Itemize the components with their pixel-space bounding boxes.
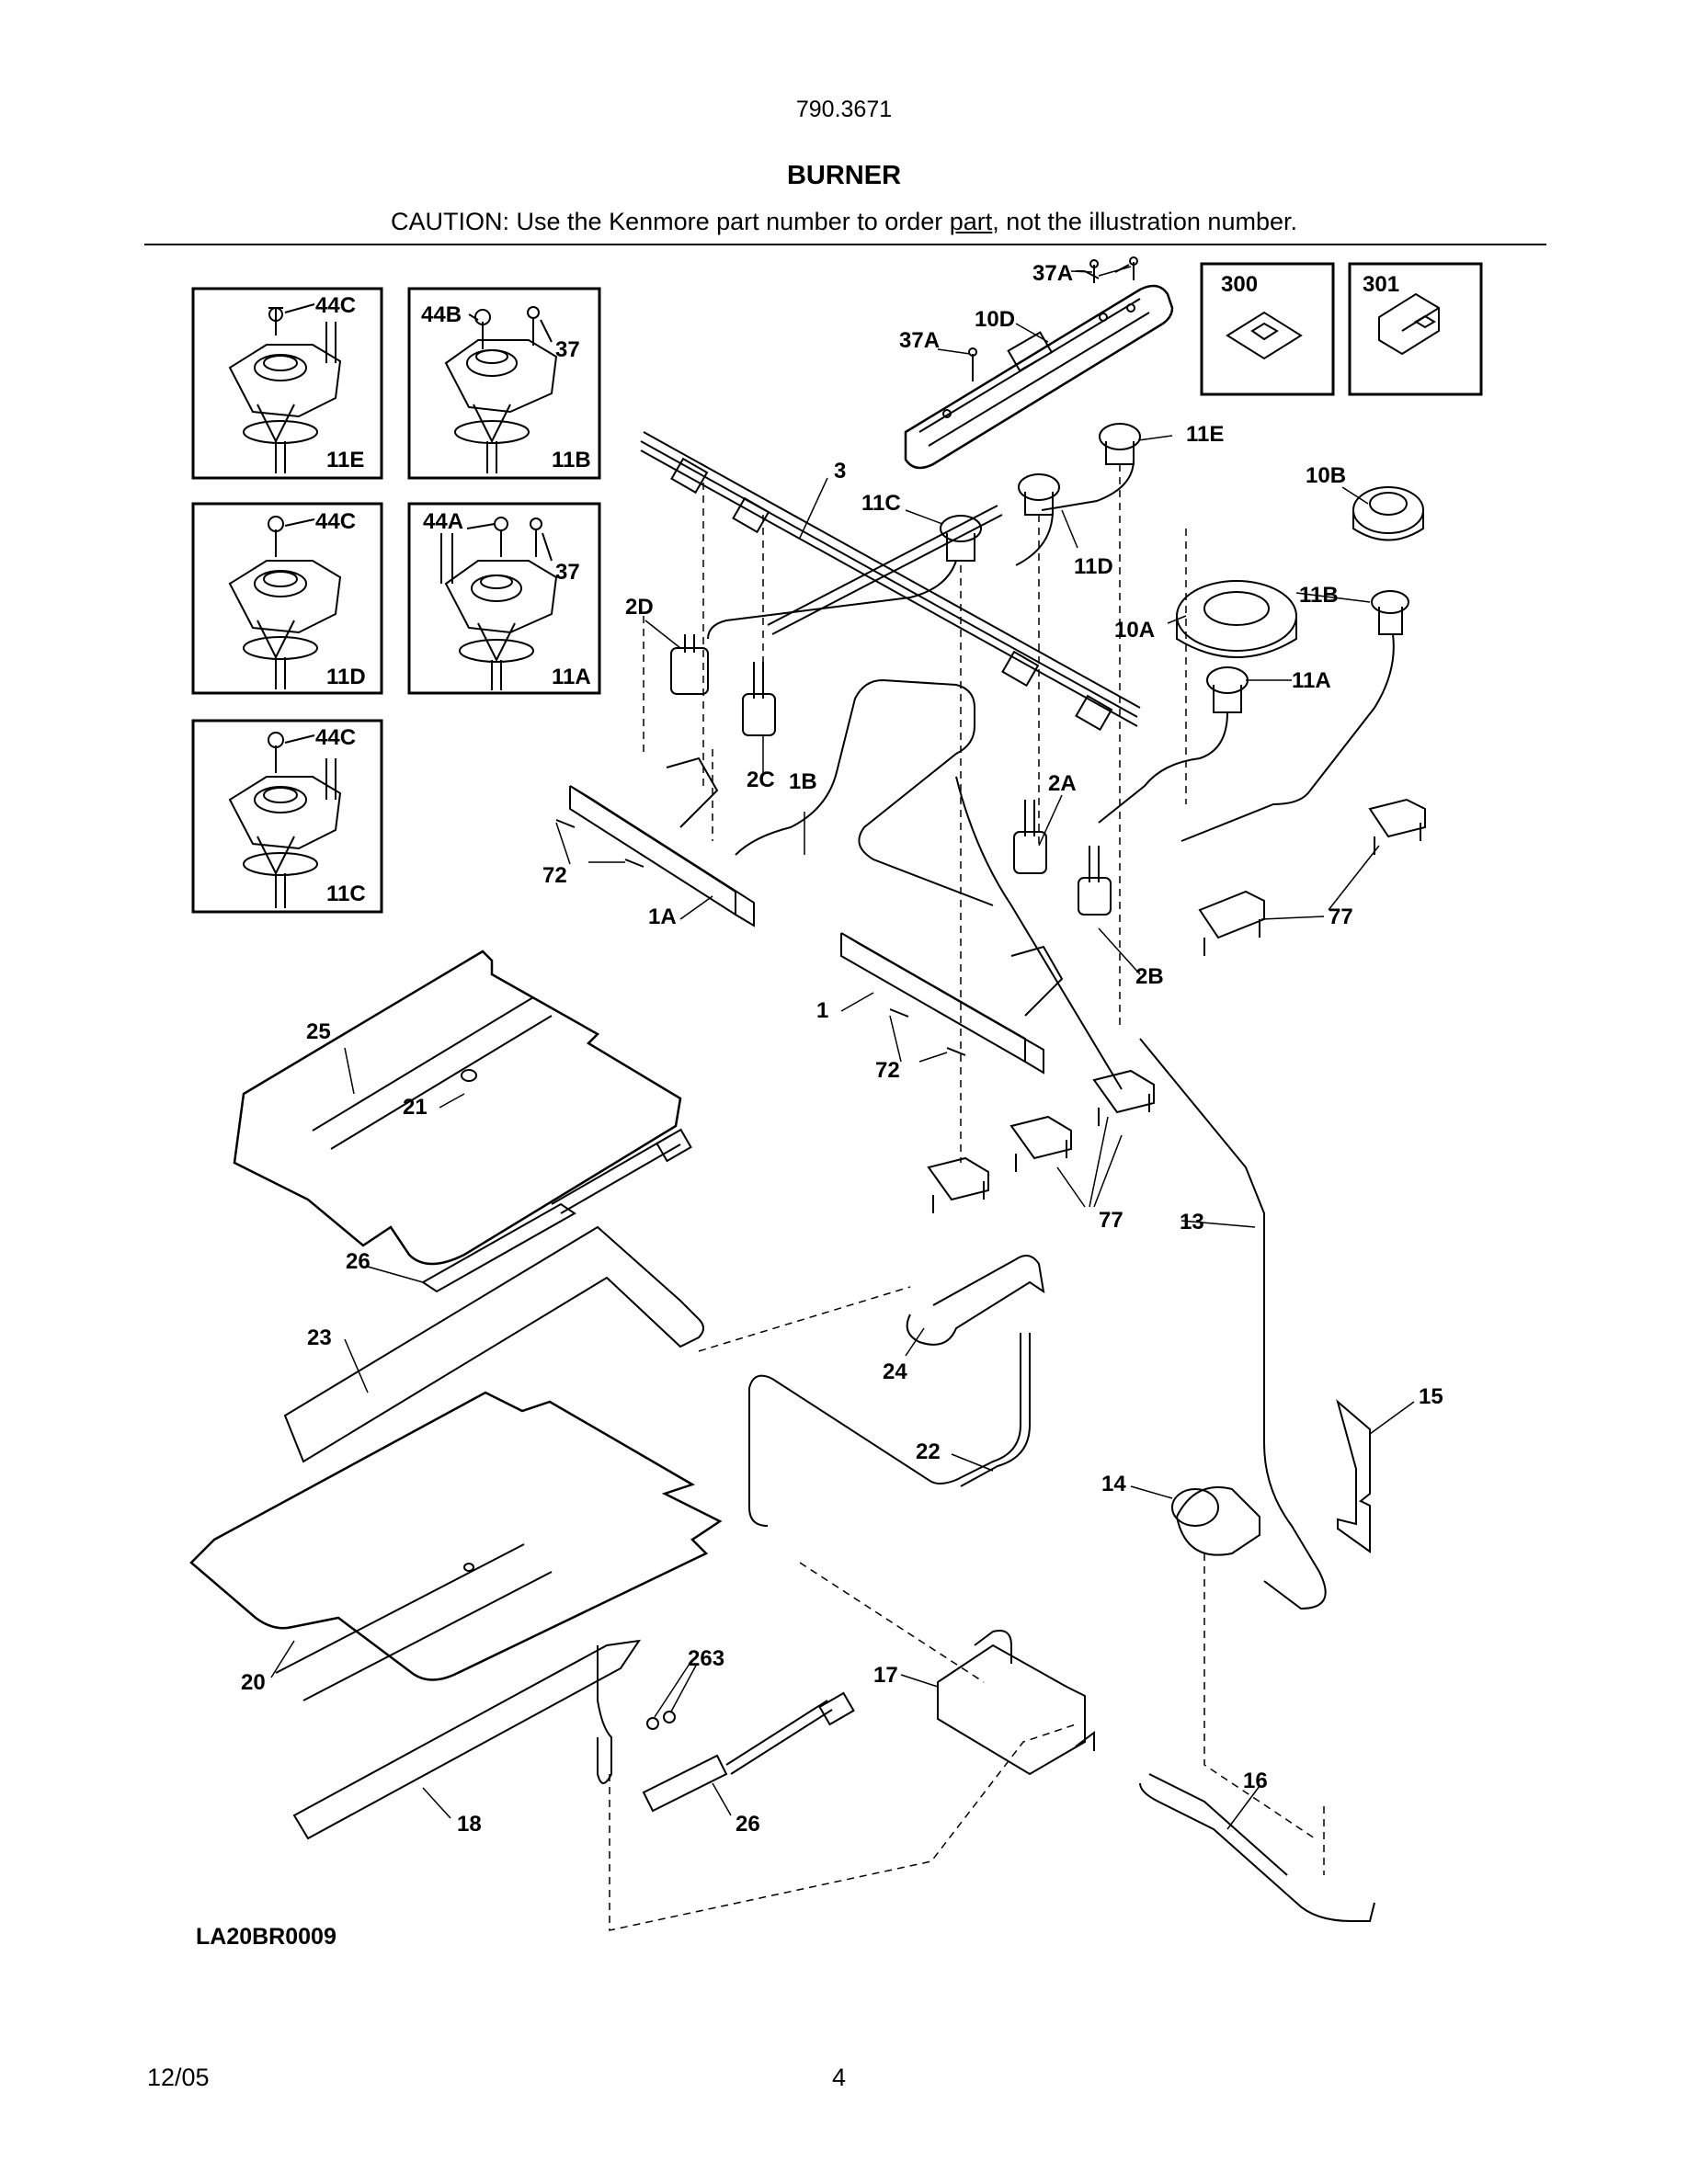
callout-37a-left: 37A bbox=[899, 328, 940, 353]
inset-11e: 44C 11E bbox=[191, 287, 383, 480]
callout-18: 18 bbox=[457, 1812, 482, 1837]
inset-11e-part-label: 11E bbox=[326, 448, 364, 472]
inset-11a-part-label: 11A bbox=[552, 665, 591, 689]
callout-21: 21 bbox=[403, 1095, 428, 1120]
footer-date: 12/05 bbox=[147, 2064, 210, 2091]
inset-11a: 44A 37 11A bbox=[407, 502, 601, 695]
inset-11d-part-label: 11D bbox=[326, 665, 366, 689]
inset-11b-extra-label: 37 bbox=[555, 337, 580, 362]
callout-3: 3 bbox=[834, 459, 846, 483]
callout-77-upper: 77 bbox=[1329, 904, 1353, 929]
callout-72-upper: 72 bbox=[542, 863, 567, 888]
callout-2a: 2A bbox=[1048, 771, 1077, 796]
inset-11a-screw-label: 44A bbox=[423, 509, 463, 534]
callout-11c: 11C bbox=[861, 491, 901, 516]
callout-1a: 1A bbox=[648, 904, 677, 929]
callout-10a: 10A bbox=[1114, 618, 1155, 643]
callout-labels: 37A 37A 10D 11E 3 11C 11D 10B 11B 10A 11… bbox=[241, 261, 1443, 1837]
caution-text-after: , not the illustration number. bbox=[992, 208, 1297, 235]
callout-11b: 11B bbox=[1299, 583, 1339, 608]
inset-11c: 44C 11C bbox=[191, 719, 383, 914]
inset-300-label: 300 bbox=[1221, 272, 1258, 297]
inset-11c-screw-label: 44C bbox=[315, 725, 356, 750]
lower-assembly bbox=[189, 950, 1375, 1931]
callout-2b: 2B bbox=[1135, 964, 1164, 989]
leader-lines bbox=[270, 266, 1415, 1830]
page-number: 4 bbox=[832, 2064, 847, 2091]
callout-16: 16 bbox=[1243, 1769, 1268, 1793]
callout-14: 14 bbox=[1101, 1472, 1126, 1496]
inset-11c-part-label: 11C bbox=[326, 882, 366, 906]
caution-note: CAUTION: Use the Kenmore part number to … bbox=[0, 208, 1688, 236]
inset-11b: 44B 37 11B bbox=[407, 287, 601, 480]
callout-11e: 11E bbox=[1186, 422, 1224, 447]
inset-11e-screw-label: 44C bbox=[315, 293, 356, 318]
callout-2c: 2C bbox=[747, 768, 775, 792]
callout-25: 25 bbox=[306, 1019, 331, 1044]
inset-11a-extra-label: 37 bbox=[555, 560, 580, 585]
page-title: BURNER bbox=[786, 161, 902, 190]
callout-22: 22 bbox=[916, 1439, 941, 1464]
inset-301-label: 301 bbox=[1363, 272, 1399, 297]
callout-72-lower: 72 bbox=[875, 1058, 900, 1083]
callout-13: 13 bbox=[1180, 1210, 1204, 1234]
callout-24: 24 bbox=[883, 1359, 907, 1384]
inset-300: 300 bbox=[1200, 262, 1335, 396]
inset-301: 301 bbox=[1348, 262, 1483, 396]
top-burner-assembly bbox=[555, 256, 1426, 1213]
inset-11d-screw-label: 44C bbox=[315, 509, 356, 534]
callout-37a-top: 37A bbox=[1032, 261, 1073, 286]
callout-1: 1 bbox=[816, 998, 828, 1023]
callout-77-lower: 77 bbox=[1099, 1208, 1123, 1233]
inset-11d: 44C 11D bbox=[191, 502, 383, 695]
callout-11d: 11D bbox=[1074, 554, 1113, 579]
header-rule bbox=[144, 244, 1546, 245]
callout-26-upper: 26 bbox=[346, 1249, 371, 1274]
callout-26-lower: 26 bbox=[736, 1812, 760, 1837]
drawing-code: LA20BR0009 bbox=[196, 1924, 336, 1950]
callout-20: 20 bbox=[241, 1670, 266, 1695]
callout-17: 17 bbox=[873, 1663, 898, 1688]
callout-263: 263 bbox=[688, 1646, 724, 1671]
inset-11b-screw-label: 44B bbox=[421, 302, 462, 327]
callout-10b: 10B bbox=[1306, 463, 1346, 488]
caution-text-before: CAUTION: Use the Kenmore part number to … bbox=[391, 208, 950, 235]
caution-part-link: part bbox=[949, 208, 993, 235]
callout-2d: 2D bbox=[625, 595, 654, 620]
callout-1b: 1B bbox=[789, 769, 817, 794]
callout-23: 23 bbox=[307, 1325, 332, 1350]
callout-15: 15 bbox=[1419, 1384, 1443, 1409]
callout-10d: 10D bbox=[975, 307, 1015, 332]
inset-11b-part-label: 11B bbox=[552, 448, 591, 472]
model-number: 790.3671 bbox=[795, 97, 893, 122]
callout-11a: 11A bbox=[1292, 668, 1331, 693]
